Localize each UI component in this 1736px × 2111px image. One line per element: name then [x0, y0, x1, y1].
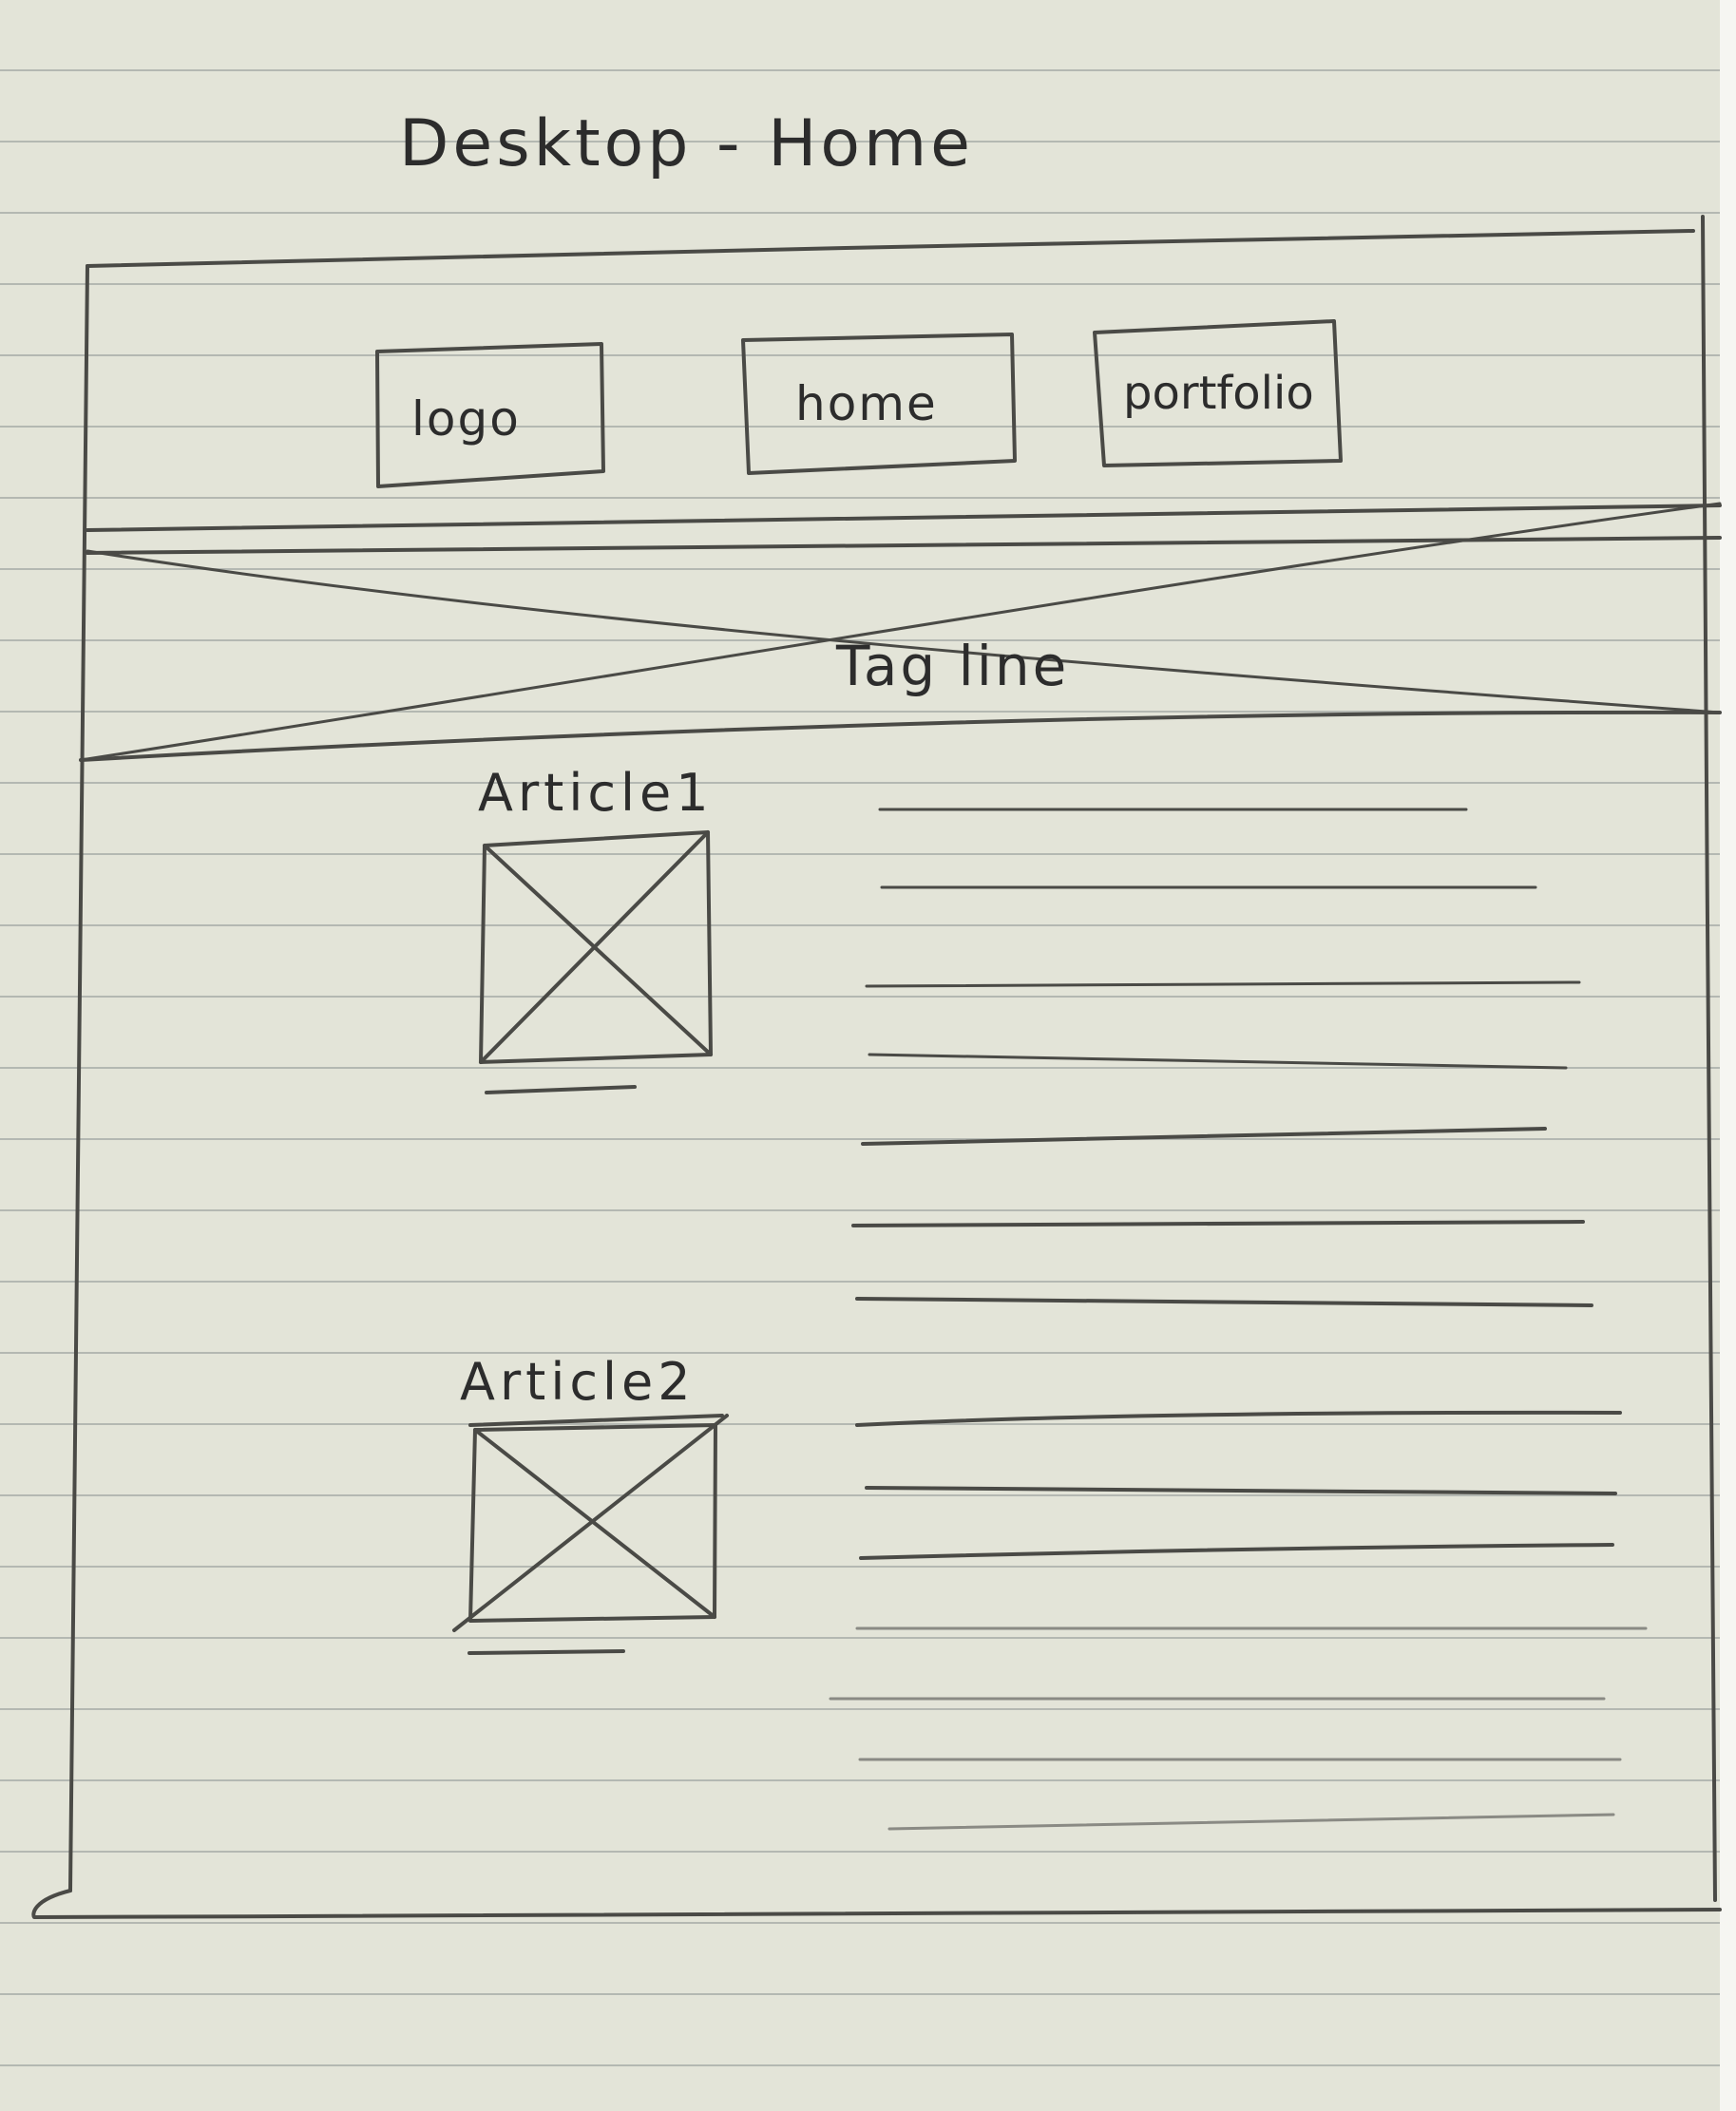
article2-image-placeholder [452, 1414, 729, 1655]
paper-margin [1720, 0, 1736, 2111]
article1-title[interactable]: Article1 [478, 763, 714, 823]
nav-portfolio[interactable]: portfolio [1123, 367, 1314, 420]
page-title: Desktop - Home [399, 106, 975, 181]
page-frame [31, 215, 1722, 1919]
nav-home-box [741, 333, 1017, 475]
article1-image-placeholder [479, 830, 713, 1094]
hero-banner [79, 502, 1722, 762]
article2-title[interactable]: Article2 [460, 1352, 696, 1412]
nav-logo-box [375, 342, 605, 488]
nav-logo[interactable]: logo [411, 391, 521, 447]
nav-home[interactable]: home [795, 376, 938, 431]
article2-text-lines [829, 1410, 1648, 1831]
article1-text-lines [851, 808, 1593, 1307]
hero-tagline: Tag line [836, 634, 1070, 698]
nav-portfolio-box [1093, 319, 1343, 467]
